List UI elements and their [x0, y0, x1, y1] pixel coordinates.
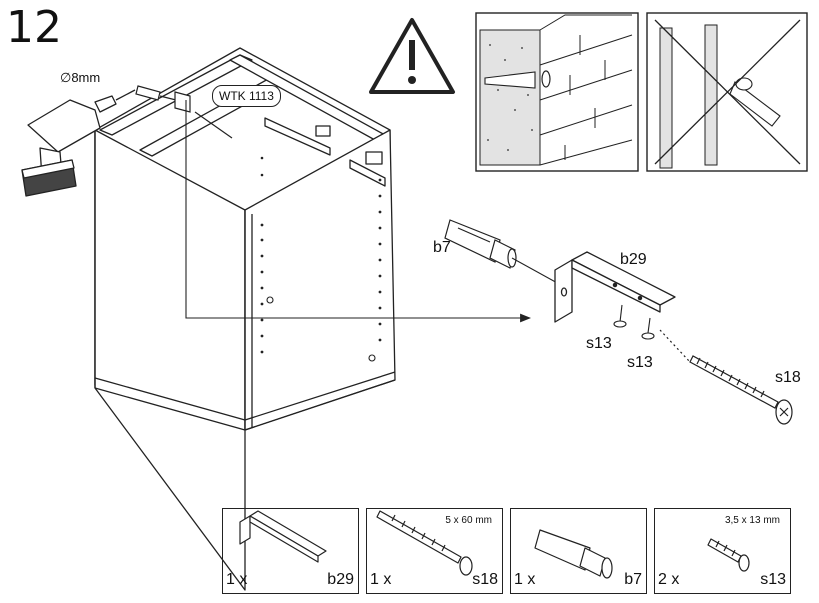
warning-icon	[369, 18, 455, 94]
part-qty: 1 x	[370, 571, 392, 588]
wall-detail-incorrect	[646, 12, 808, 172]
part-spec: 3,5 x 13 mm	[724, 515, 780, 526]
part-qty: 2 x	[658, 571, 680, 588]
part-code: s18	[472, 571, 498, 588]
wall-detail-correct	[475, 12, 639, 172]
bracket-b29-part-icon	[239, 510, 327, 563]
plug-b7-part-icon	[534, 529, 613, 579]
part-qty: 1 x	[514, 571, 536, 588]
part-code: s13	[760, 571, 786, 588]
screw-s13-part-icon	[707, 538, 750, 572]
part-panel-b29: 1 x b29	[222, 508, 359, 594]
fitting-callout: WTK 1113	[212, 85, 281, 107]
bracket-b29-illustration	[554, 251, 676, 323]
label-s13-a: s13	[586, 335, 612, 352]
part-panel-s13: 3,5 x 13 mm 2 x s13	[654, 508, 791, 594]
drill-diameter-label: ∅8mm	[60, 70, 101, 85]
part-panel-b7: 1 x b7	[510, 508, 647, 594]
plug-b7-illustration	[444, 219, 517, 269]
drill-illustration	[21, 89, 136, 197]
label-s13-b: s13	[627, 354, 653, 371]
label-s18: s18	[775, 369, 801, 386]
shelf-holes	[260, 156, 382, 354]
part-spec: 5 x 60 mm	[445, 515, 492, 526]
step-number: 12	[6, 2, 62, 53]
label-b29: b29	[620, 251, 647, 268]
part-code: b29	[327, 571, 354, 588]
screws-s13-illustration	[613, 304, 655, 340]
part-qty: 1 x	[226, 571, 248, 588]
screw-s18-part-icon	[376, 510, 473, 576]
screw-s18-illustration	[659, 329, 793, 425]
part-panel-s18: 5 x 60 mm 1 x s18	[366, 508, 503, 594]
label-b7: b7	[433, 239, 451, 256]
part-code: b7	[624, 571, 642, 588]
